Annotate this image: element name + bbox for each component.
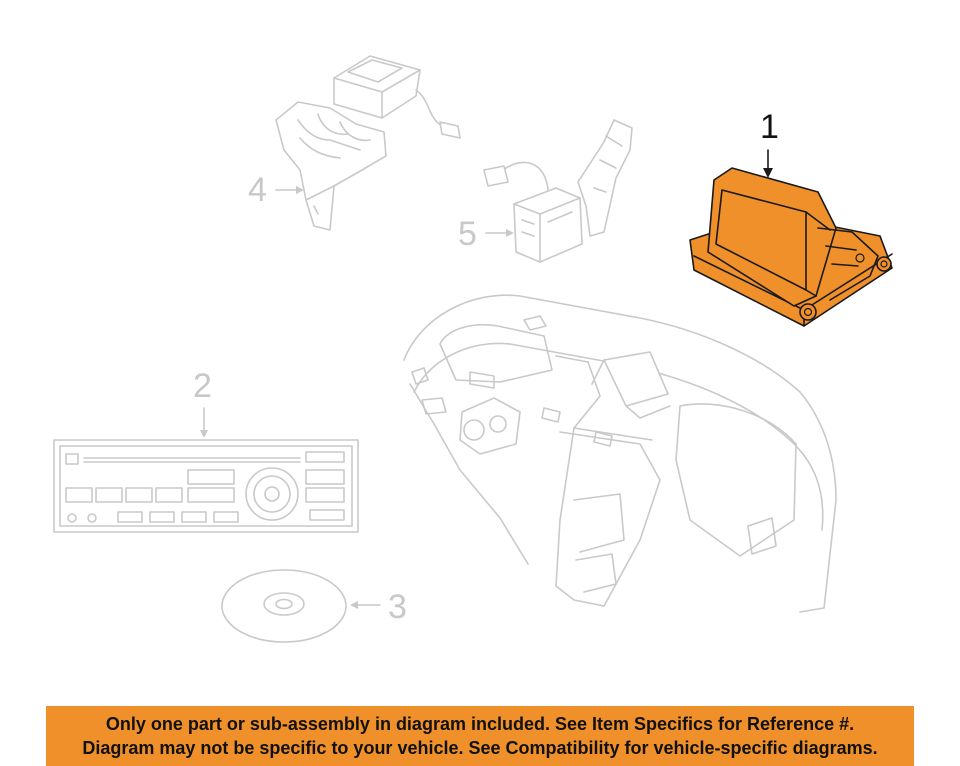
part-3-disc (221, 569, 347, 643)
part-4-module-bracket (275, 55, 461, 231)
part-number-2: 2 (193, 367, 212, 405)
label-2: 2 (193, 367, 212, 438)
part-5-control-module (483, 119, 633, 263)
disclaimer-line-1: Only one part or sub-assembly in diagram… (105, 714, 855, 734)
label-5: 5 (458, 215, 514, 253)
part-1-display-unit: 1 (689, 108, 893, 327)
part-number-1: 1 (760, 108, 779, 146)
disclaimer-banner: Only one part or sub-assembly in diagram… (46, 706, 914, 766)
parts-diagram: 4 5 1 (53, 55, 893, 643)
label-4: 4 (248, 171, 304, 209)
part-2-radio-unit (53, 439, 359, 533)
label-3: 3 (350, 588, 407, 626)
dashboard-outline (403, 294, 837, 613)
part-number-5: 5 (458, 215, 477, 253)
part-number-3: 3 (388, 588, 407, 626)
disclaimer-line-2: Diagram may not be specific to your vehi… (82, 738, 878, 758)
part-number-4: 4 (248, 171, 267, 209)
